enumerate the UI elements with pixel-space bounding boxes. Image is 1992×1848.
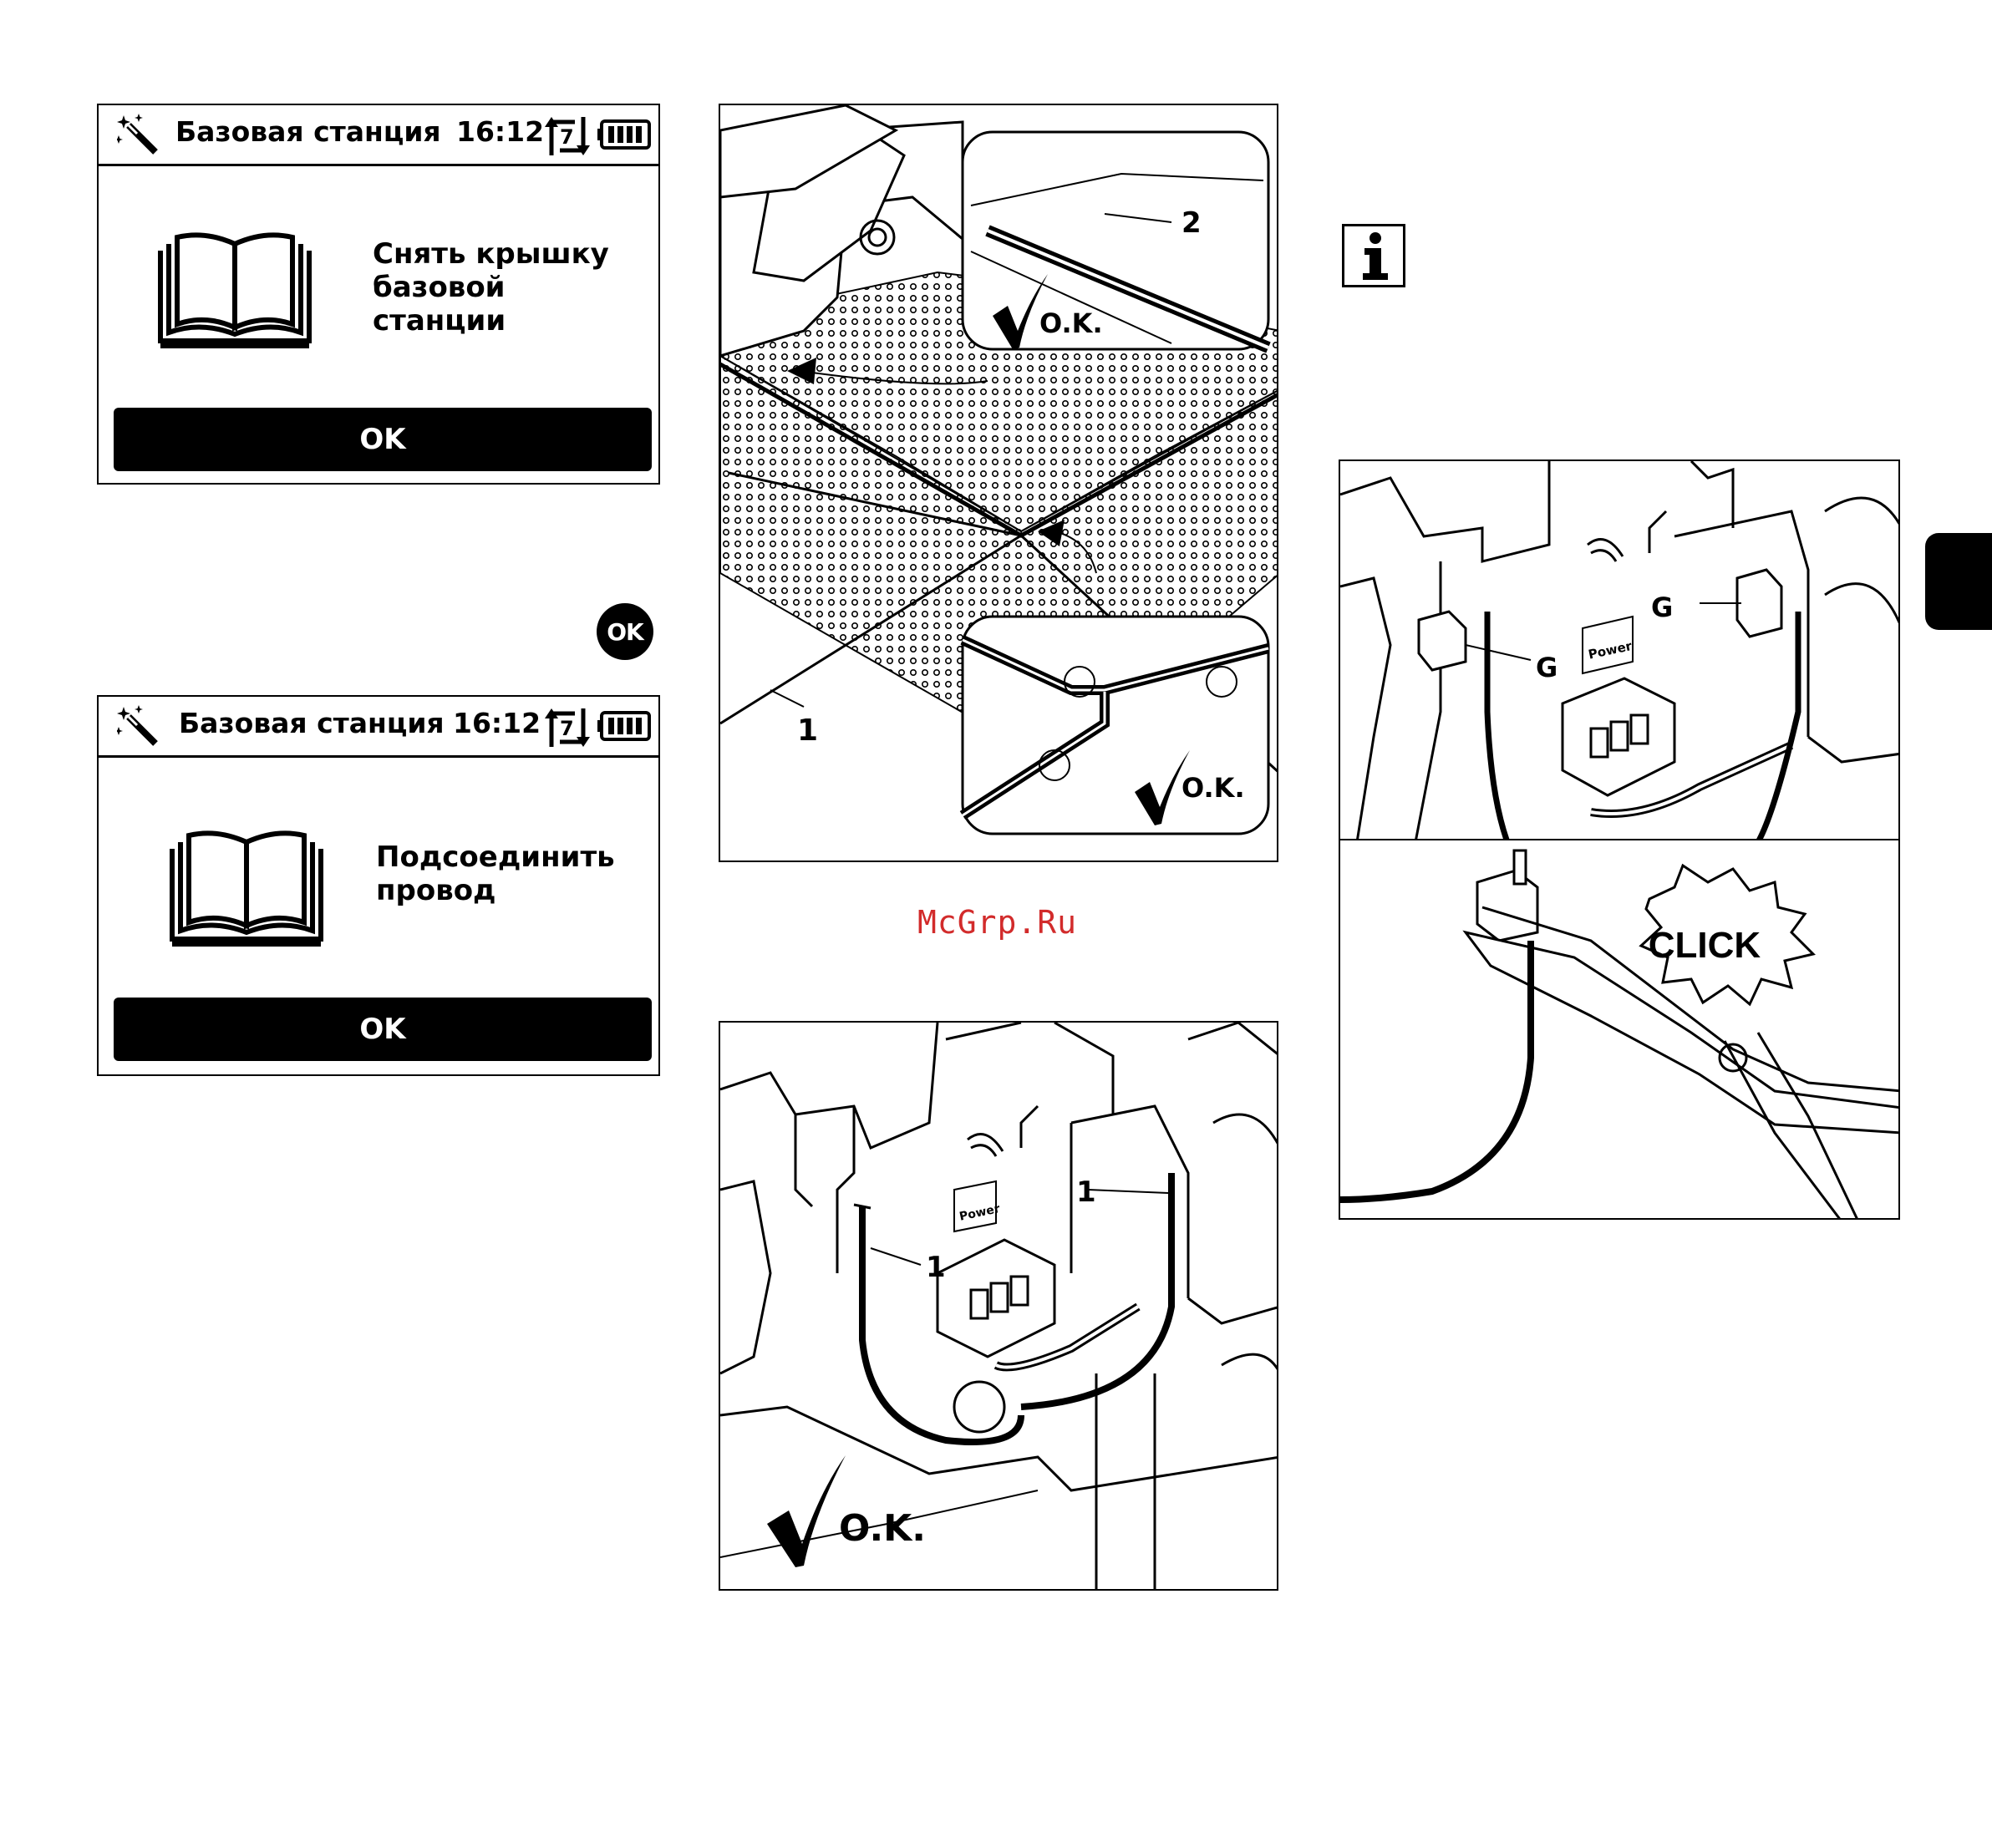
screen-header: Базовая станция 16:12 7	[99, 105, 658, 166]
section-tab	[1925, 533, 1992, 630]
svg-text:7: 7	[560, 717, 574, 740]
screen-time: 16:12	[453, 707, 541, 739]
ok-button[interactable]: OK	[114, 998, 652, 1061]
screen-message: Подсоединить провод	[376, 840, 615, 907]
ok-label-bottom: O.K.	[1181, 772, 1245, 804]
screen-title: Базовая станция	[179, 707, 445, 739]
book-icon	[157, 232, 313, 351]
battery-icon	[597, 711, 651, 741]
display-screen-remove-cover: Базовая станция 16:12 7 Снять крышку баз…	[97, 104, 660, 485]
callout-1: 1	[797, 713, 818, 748]
screen-title: Базовая станция	[175, 115, 441, 148]
rotate-icon: 7	[545, 114, 590, 159]
book-icon	[169, 830, 324, 949]
screen-time: 16:12	[456, 115, 544, 148]
wand-icon	[117, 114, 160, 157]
display-screen-connect-wire: Базовая станция 16:12 7 Подсоединить про…	[97, 695, 660, 1076]
ok-button[interactable]: OK	[114, 408, 652, 471]
battery-icon	[597, 119, 651, 150]
screen-header: Базовая станция 16:12 7	[99, 697, 658, 758]
label-g-left: G	[1536, 652, 1558, 683]
figure-wire-clips: Power G G	[1339, 459, 1900, 840]
rotate-icon: 7	[545, 705, 590, 750]
info-icon	[1342, 224, 1405, 287]
watermark: McGrp.Ru	[917, 904, 1077, 941]
ok-label: O.K.	[839, 1507, 926, 1550]
label-g-right: G	[1651, 591, 1673, 623]
figure-cover-removal: 1 2 O.K. O.K.	[719, 104, 1278, 862]
svg-text:7: 7	[560, 125, 574, 149]
wand-icon	[117, 705, 160, 749]
ok-label-top: O.K.	[1039, 307, 1103, 339]
callout-2: 2	[1181, 206, 1202, 240]
ok-key-icon: OK	[597, 603, 653, 660]
screen-message: Снять крышку базовой станции	[373, 237, 609, 338]
callout-1-left: 1	[926, 1251, 946, 1284]
click-label: CLICK	[1649, 925, 1761, 966]
checkmark-icon	[767, 1455, 846, 1567]
callout-1-right: 1	[1076, 1175, 1096, 1209]
figure-crimp-click: CLICK	[1339, 839, 1900, 1220]
figure-wire-routing: Power 1 1 O.K.	[719, 1021, 1278, 1591]
